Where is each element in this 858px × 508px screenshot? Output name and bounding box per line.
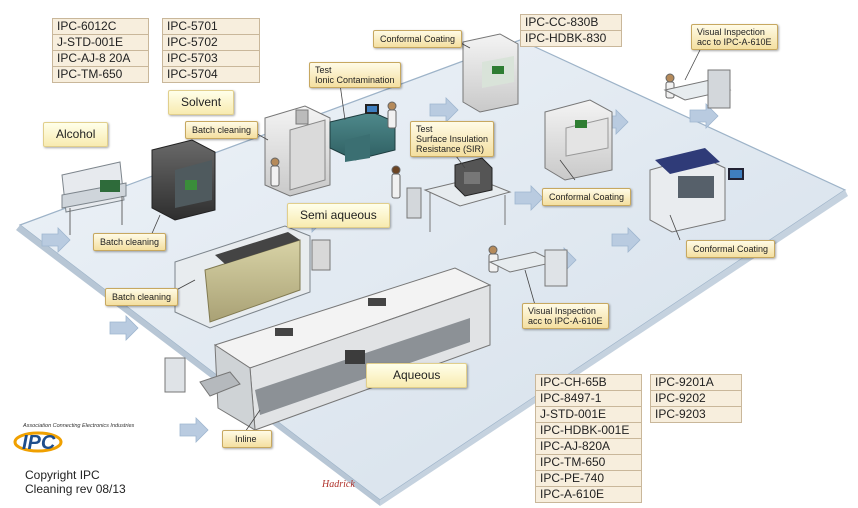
standards-box-group-c: IPC-CC-830B IPC-HDBK-830 bbox=[520, 14, 622, 47]
visual-inspection-bottom-line-2: acc to IPC-A-610E bbox=[528, 316, 603, 326]
standard-item: IPC-CC-830B bbox=[521, 15, 621, 31]
conformal-coating-machine-right bbox=[649, 148, 744, 233]
test-ionic-line-2: Ionic Contamination bbox=[315, 75, 395, 85]
magazine-carts bbox=[164, 249, 568, 393]
standards-box-group-e: IPC-9201A IPC-9202 IPC-9203 bbox=[650, 374, 742, 423]
alcohol-label: Alcohol bbox=[43, 122, 109, 147]
test-sir-line-1: Test bbox=[416, 124, 433, 134]
artist-signature: Hadrick bbox=[321, 479, 355, 490]
visual-inspection-label-top: Visual Inspection acc to IPC-A-610E bbox=[691, 24, 778, 50]
conformal-coating-label-middle: Conformal Coating bbox=[542, 188, 632, 206]
standard-item: IPC-PE-740 bbox=[536, 471, 641, 487]
batch-cleaner-dark bbox=[151, 139, 216, 221]
standard-item: J-STD-001E bbox=[53, 35, 148, 51]
standard-item: IPC-HDBK-830 bbox=[525, 31, 607, 45]
standard-item: IPC-8497-1 bbox=[536, 391, 641, 407]
standard-item: IPC-9203 bbox=[655, 407, 706, 421]
tagline: Association Connecting Electronics Indus… bbox=[22, 423, 135, 429]
conformal-coating-cabinet-middle bbox=[544, 99, 613, 181]
batch-cleaning-label-lower: Batch cleaning bbox=[105, 288, 179, 306]
test-ionic-line-1: Test bbox=[315, 65, 332, 75]
standard-item: IPC-9202 bbox=[651, 391, 741, 407]
visual-inspection-top-line-2: acc to IPC-A-610E bbox=[697, 37, 772, 47]
standard-item: IPC-5704 bbox=[167, 67, 218, 81]
standards-box-group-b: IPC-5701 IPC-5702 IPC-5703 IPC-5704 bbox=[162, 18, 260, 83]
standard-item: IPC-5703 bbox=[163, 51, 259, 67]
ionic-contamination-tester bbox=[329, 104, 396, 162]
standards-box-group-a: IPC-6012C J-STD-001E IPC-AJ-8 20A IPC-TM… bbox=[52, 18, 149, 83]
standards-box-group-d: IPC-CH-65B IPC-8497-1 J-STD-001E IPC-HDB… bbox=[535, 374, 642, 503]
standard-item: IPC-TM-650 bbox=[57, 67, 123, 81]
visual-inspection-label-bottom: Visual Inspection acc to IPC-A-610E bbox=[522, 303, 609, 329]
alcohol-sink-station bbox=[61, 161, 127, 235]
inspection-desk-top bbox=[663, 69, 732, 109]
solvent-label: Solvent bbox=[168, 90, 235, 115]
test-sir-line-3: Resistance (SIR) bbox=[416, 144, 485, 154]
conformal-coating-label-top: Conformal Coating bbox=[373, 30, 463, 48]
visual-inspection-top-line-1: Visual Inspection bbox=[697, 27, 765, 37]
test-sir-label: Test Surface Insulation Resistance (SIR) bbox=[410, 121, 495, 157]
standard-item: IPC-A-610E bbox=[540, 487, 605, 501]
copyright-text: Copyright IPC bbox=[25, 468, 100, 482]
standard-item: IPC-AJ-8 20A bbox=[53, 51, 148, 67]
logo-text: IPC bbox=[22, 432, 56, 454]
aqueous-inline-cleaner bbox=[199, 267, 492, 431]
aqueous-label: Aqueous bbox=[366, 363, 468, 388]
standard-item: IPC-9201A bbox=[651, 375, 741, 391]
test-sir-line-2: Surface Insulation bbox=[416, 134, 489, 144]
semi-aqueous-label: Semi aqueous bbox=[287, 203, 390, 228]
copyright-block: Copyright IPC Cleaning rev 08/13 bbox=[25, 468, 126, 496]
standard-item: IPC-AJ-820A bbox=[536, 439, 641, 455]
test-ionic-label: Test Ionic Contamination bbox=[309, 62, 401, 88]
semi-aqueous-cleaning-line bbox=[174, 225, 331, 329]
standard-item: IPC-5701 bbox=[163, 19, 259, 35]
conformal-coating-label-right: Conformal Coating bbox=[686, 240, 776, 258]
standard-item: J-STD-001E bbox=[536, 407, 641, 423]
standard-item: IPC-CH-65B bbox=[536, 375, 641, 391]
standard-item: IPC-HDBK-001E bbox=[536, 423, 641, 439]
batch-cleaning-label-upper: Batch cleaning bbox=[185, 121, 259, 139]
solvent-cleaning-cabinet bbox=[264, 105, 331, 197]
visual-inspection-bottom-line-1: Visual Inspection bbox=[528, 306, 596, 316]
inline-label: Inline bbox=[222, 430, 272, 448]
conformal-coating-cabinet-top bbox=[462, 33, 519, 113]
standard-item: IPC-6012C bbox=[53, 19, 148, 35]
standard-item: IPC-TM-650 bbox=[536, 455, 641, 471]
revision-text: Cleaning rev 08/13 bbox=[25, 482, 126, 496]
batch-cleaning-label-left: Batch cleaning bbox=[93, 233, 167, 251]
ipc-logo: IPC bbox=[13, 431, 63, 454]
standard-item: IPC-5702 bbox=[163, 35, 259, 51]
